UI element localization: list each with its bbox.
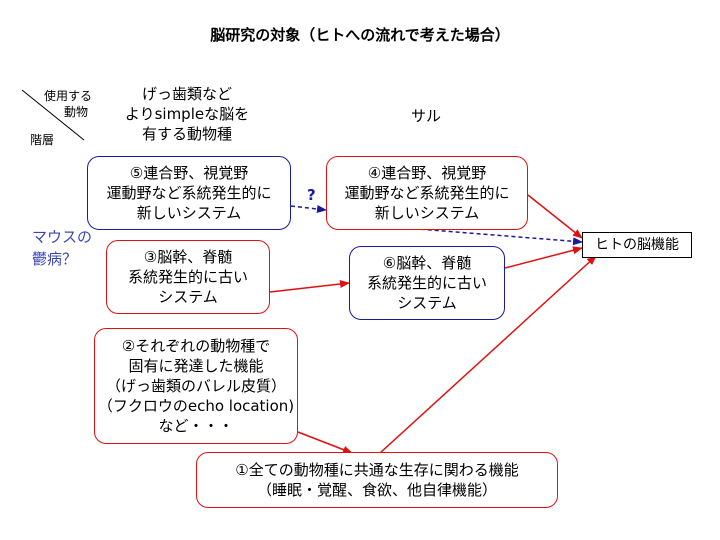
axis-diagonal-line [21,89,85,141]
box-5-line1: ⑤連合野、視覚野 [129,164,249,182]
mouse-depression-note: マウスの 鬱病？ [32,226,92,270]
box-2-line2: 固有に発達した機能 [128,357,264,375]
arrow-1-to-target [379,255,597,454]
question-mark: ? [307,186,316,204]
box-5-new-system-rodent: ⑤連合野、視覚野 運動野など系統発生的に 新しいシステム [87,156,291,230]
column-header-rodent: げっ歯類など よりsimpleな脳を 有する動物種 [112,84,262,144]
box-2-line3: （げっ歯類のバレル皮質） [105,377,286,395]
box-2-line1: ②それぞれの動物種で [121,337,271,355]
box-4-line2: 運動野など系統発生的に [344,184,510,202]
mouse-note-line1: マウスの [32,228,93,246]
axis-label-animal-line1: 使用する [44,89,93,103]
arrow-3-to-6 [269,280,350,293]
box-3-line3: システム [158,288,218,306]
box-2-species-specific: ②それぞれの動物種で 固有に発達した機能 （げっ歯類のバレル皮質） （フクロウの… [94,328,298,444]
box-3-old-system-rodent: ③脳幹、脊髄 系統発生的に古い システム [106,240,270,314]
box-1-line1: ①全ての動物種に共通な生存に関わる機能 [235,461,519,479]
box-4-line3: 新しいシステム [374,204,480,222]
box-3-line1: ③脳幹、脊髄 [143,248,233,266]
box-2-line4: （フクロウのecho location) [97,397,295,415]
box-4-line1: ④連合野、視覚野 [367,164,487,182]
box-1-line2: （睡眠・覚醒、食欲、他自律機能） [256,481,497,499]
arrow-5-to-4 [290,205,327,213]
box-5-line3: 新しいシステム [136,204,242,222]
arrow-2-to-1 [297,431,353,454]
axis-label-hierarchy: 階層 [30,133,55,147]
axis-label-animal-line2: 動物 [64,105,89,119]
arrow-6-to-target [504,246,583,269]
box-4-new-system-monkey: ④連合野、視覚野 運動野など系統発生的に 新しいシステム [326,156,528,230]
box-3-line2: 系統発生的に古い [127,268,248,286]
box-6-old-system-monkey: ⑥脳幹、脊髄 系統発生的に古い システム [349,246,505,320]
diagram-title: 脳研究の対象（ヒトへの流れで考えた場合） [210,26,510,44]
mouse-note-line2: 鬱病？ [32,250,78,268]
box-5-line2: 運動野など系統発生的に [106,184,272,202]
rodent-header-line1: げっ歯類など [141,85,232,103]
box-6-line1: ⑥脳幹、脊髄 [382,254,472,272]
arrow-4-to-target [527,194,583,239]
axis-label-animal: 使用する 動物 [44,88,92,120]
target-human-brain-function: ヒトの脳機能 [582,232,692,258]
box-6-line3: システム [397,294,457,312]
box-1-common-survival: ①全ての動物種に共通な生存に関わる機能 （睡眠・覚醒、食欲、他自律機能） [196,452,558,508]
column-header-monkey: サル [410,107,441,125]
box-2-line5: など・・・ [158,417,234,435]
rodent-header-line2: よりsimpleな脳を [124,105,250,123]
box-6-line2: 系統発生的に古い [366,274,487,292]
rodent-header-line3: 有する動物種 [141,125,232,143]
